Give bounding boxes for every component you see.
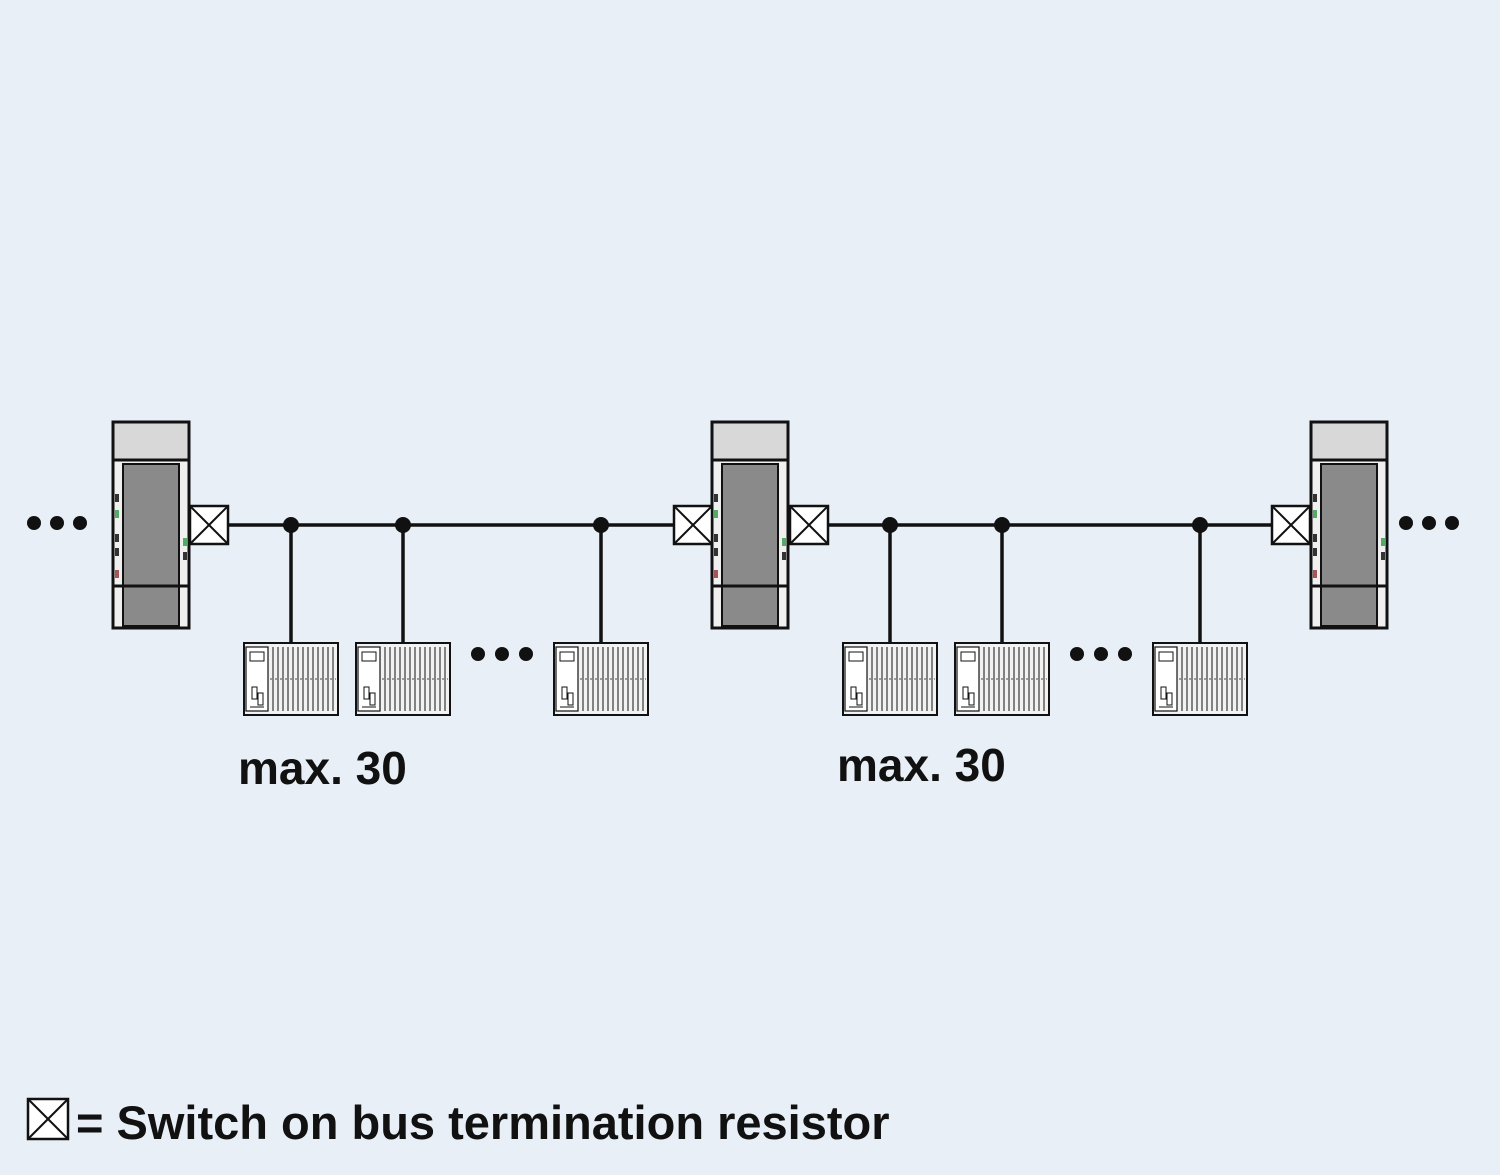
segment-2-count-label: max. 30 bbox=[837, 739, 1006, 791]
repeater-center bbox=[710, 420, 790, 630]
bus-termination-switch-icon bbox=[26, 1097, 70, 1141]
legend-text: = Switch on bus termination resistor bbox=[76, 1096, 890, 1149]
continuation-dots-segment-1 bbox=[471, 647, 533, 661]
repeater-right bbox=[1309, 420, 1389, 630]
bus-device-module bbox=[1152, 642, 1248, 716]
bus-termination-switch-icon bbox=[1270, 504, 1312, 546]
junction-dots-segment-2 bbox=[882, 517, 1208, 533]
junction-dots-segment-1 bbox=[283, 517, 609, 533]
continuation-dots-right bbox=[1399, 516, 1459, 530]
bus-device-module bbox=[842, 642, 938, 716]
bus-device-module bbox=[553, 642, 649, 716]
segment-1-count-label: max. 30 bbox=[238, 742, 407, 794]
repeater-left bbox=[111, 420, 191, 630]
drop-lines-segment-2 bbox=[888, 525, 1202, 645]
legend: = Switch on bus termination resistor bbox=[26, 1096, 890, 1149]
bus-device-module bbox=[243, 642, 339, 716]
continuation-dots-left bbox=[27, 516, 87, 530]
bus-termination-switch-icon bbox=[788, 504, 830, 546]
continuation-dots-segment-2 bbox=[1070, 647, 1132, 661]
bus-termination-switch-icon bbox=[188, 504, 230, 546]
drop-lines-segment-1 bbox=[289, 525, 603, 645]
bus-device-module bbox=[954, 642, 1050, 716]
bus-termination-switch-icon bbox=[672, 504, 714, 546]
bus-device-module bbox=[355, 642, 451, 716]
